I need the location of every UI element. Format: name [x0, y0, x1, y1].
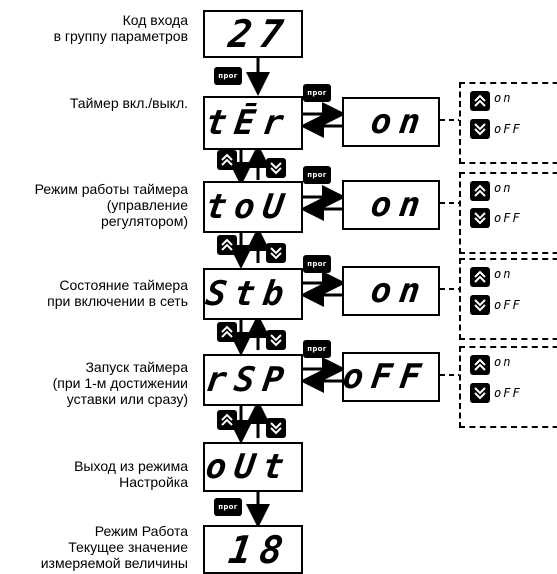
- label-exit-setup: Выход из режима Настройка: [74, 458, 188, 490]
- options-box-mode: [459, 172, 557, 254]
- double-chevron-down-icon[interactable]: [470, 208, 490, 228]
- label-timer-state: Состояние таймера при включении в сеть: [47, 277, 188, 309]
- double-chevron-up-icon[interactable]: [470, 91, 490, 111]
- double-chevron-down-icon[interactable]: [266, 330, 286, 350]
- option-on: on: [494, 181, 513, 195]
- double-chevron-up-icon[interactable]: [217, 235, 237, 255]
- double-chevron-up-icon[interactable]: [470, 267, 490, 287]
- prog-button-start[interactable]: прог: [303, 340, 331, 358]
- prog-button-exit[interactable]: прог: [214, 498, 242, 516]
- display-timer-mode: toU: [203, 181, 303, 233]
- double-chevron-down-icon[interactable]: [470, 383, 490, 403]
- prog-button-entry[interactable]: прог: [214, 67, 242, 85]
- option-off: oFF: [494, 298, 522, 312]
- options-box-onoff: [459, 82, 557, 164]
- display-timer-start-value: rSP: [202, 360, 294, 400]
- value-timer-state-text: on: [368, 271, 431, 311]
- double-chevron-down-icon[interactable]: [266, 418, 286, 438]
- value-timer-onoff: on: [342, 97, 440, 147]
- prog-button-onoff[interactable]: прог: [303, 84, 331, 102]
- prog-button-state[interactable]: прог: [303, 255, 331, 273]
- display-exit-setup-value: oUt: [202, 447, 294, 487]
- option-on: on: [494, 355, 513, 369]
- option-off: oFF: [494, 122, 522, 136]
- display-work-mode: 18: [203, 525, 303, 574]
- options-box-state: [459, 258, 557, 340]
- value-timer-start-text: oFF: [339, 357, 431, 397]
- display-entry-code: 27: [203, 10, 303, 58]
- options-box-start: [459, 346, 557, 428]
- option-on: on: [494, 91, 513, 105]
- display-timer-onoff: tĒr: [203, 96, 303, 150]
- label-timer-start: Запуск таймера (при 1-м достижении устав…: [52, 359, 188, 407]
- display-timer-onoff-value: tĒr: [202, 103, 294, 143]
- display-timer-state-value: Stb: [202, 274, 294, 314]
- double-chevron-down-icon[interactable]: [266, 158, 286, 178]
- double-chevron-up-icon[interactable]: [217, 410, 237, 430]
- option-off: oFF: [494, 386, 522, 400]
- double-chevron-down-icon[interactable]: [470, 295, 490, 315]
- label-work-mode: Режим Работа Текущее значение измеряемой…: [40, 523, 188, 571]
- label-timer-onoff: Таймер вкл./выкл.: [69, 95, 188, 111]
- label-entry-code: Код входа в группу параметров: [53, 12, 188, 44]
- display-timer-mode-value: toU: [202, 187, 294, 227]
- double-chevron-up-icon[interactable]: [217, 150, 237, 170]
- value-timer-mode: on: [342, 180, 440, 230]
- display-entry-code-value: 27: [226, 12, 295, 56]
- value-timer-start: oFF: [339, 352, 440, 402]
- display-work-mode-value: 18: [226, 527, 295, 572]
- double-chevron-down-icon[interactable]: [266, 243, 286, 263]
- prog-button-mode[interactable]: прог: [303, 166, 331, 184]
- value-timer-mode-text: on: [368, 185, 431, 225]
- value-timer-state: on: [342, 266, 440, 316]
- double-chevron-down-icon[interactable]: [470, 119, 490, 139]
- display-exit-setup: oUt: [203, 442, 303, 492]
- display-timer-state: Stb: [203, 268, 303, 320]
- value-timer-onoff-text: on: [368, 102, 431, 142]
- label-timer-mode: Режим работы таймера (управление регулят…: [34, 181, 188, 229]
- display-timer-start: rSP: [203, 354, 303, 406]
- option-on: on: [494, 267, 513, 281]
- option-off: oFF: [494, 211, 522, 225]
- double-chevron-up-icon[interactable]: [470, 181, 490, 201]
- double-chevron-up-icon[interactable]: [470, 355, 490, 375]
- double-chevron-up-icon[interactable]: [217, 322, 237, 342]
